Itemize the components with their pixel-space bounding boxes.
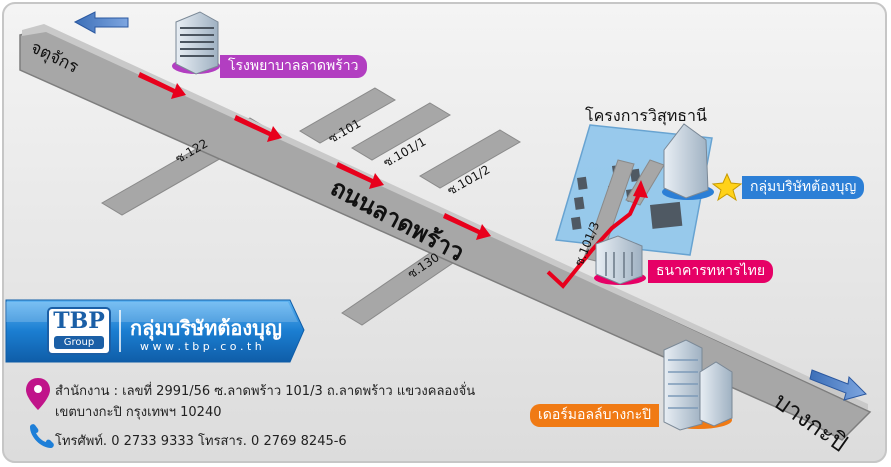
brand-logo: TBP Group: [48, 308, 110, 349]
direction-arrow-west-icon: [73, 11, 129, 34]
address-line-2: เขตบางกะปิ กรุงเทพฯ 10240: [55, 405, 222, 420]
soi-101-2-road: [419, 129, 521, 189]
hospital-building-icon: [172, 11, 220, 75]
route-arrows: [138, 72, 648, 289]
hospital-label: โรงพยาบาลลาดพร้าว: [220, 55, 367, 78]
logo-text: TBP: [53, 308, 105, 334]
bank-label: ธนาคารทหารไทย: [648, 260, 774, 283]
logo-subtext: Group: [54, 336, 104, 349]
direction-arrow-east-icon: [809, 369, 867, 401]
brand-name: กลุ่มบริษัทต้องบุญ: [130, 316, 282, 340]
phone-icon: [30, 424, 54, 448]
soi-101-road: [299, 87, 396, 144]
bank-building-icon: [594, 235, 646, 285]
phone-fax: โทรศัพท์. 0 2733 9333 โทรสาร. 0 2769 824…: [55, 434, 347, 449]
address-line-1: สำนักงาน : เลขที่ 2991/56 ซ.ลาดพร้าว 101…: [55, 384, 476, 399]
brand-url[interactable]: w w w . t b p . c o . t h: [140, 340, 262, 353]
soi-101-1-road: [351, 102, 451, 161]
location-pin-icon: [26, 378, 50, 410]
side-streets: [101, 87, 521, 326]
mall-label: เดอร์มอลล์บางกะปิ: [530, 404, 660, 427]
mall-building-icon: [663, 339, 733, 431]
star-icon: [711, 172, 743, 202]
project-label: โครงการวิสุทธานี: [585, 106, 707, 125]
company-building-icon: [662, 123, 714, 200]
company-label: กลุ่มบริษัทต้องบุญ: [742, 176, 865, 199]
